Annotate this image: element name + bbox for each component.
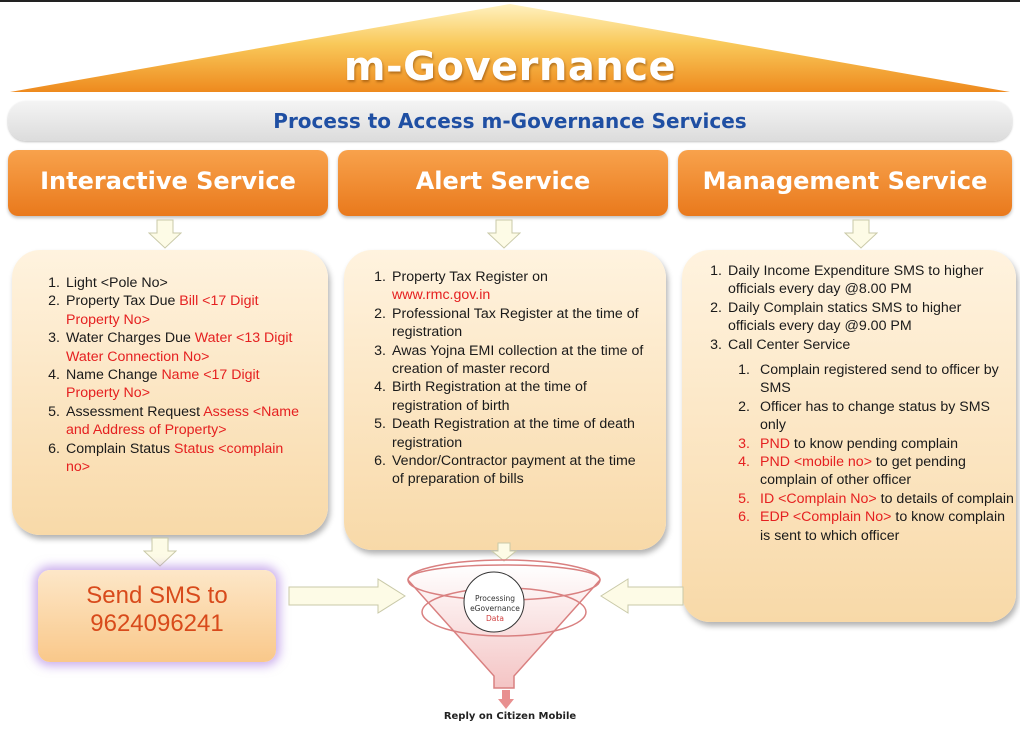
list-item: 1.Complain registered send to officer by… xyxy=(738,362,999,397)
call-center-sub-list: 1.Complain registered send to officer by… xyxy=(688,361,1014,545)
list-item: 6.Vendor/Contractor payment at the time … xyxy=(374,453,636,488)
list-item: 2.Property Tax Due Bill <17 Digit Proper… xyxy=(48,293,259,328)
management-service-panel: 1.Daily Income Expenditure SMS to higher… xyxy=(682,250,1016,622)
list-item: 3.Water Charges Due Water <13 Digit Wate… xyxy=(48,330,293,365)
down-arrow-icon xyxy=(487,219,521,249)
header-alert-service: Alert Service xyxy=(338,150,668,216)
process-subtitle: Process to Access m-Governance Services xyxy=(8,101,1012,141)
rmc-website-link[interactable]: www.rmc.gov.in xyxy=(392,287,491,304)
processing-funnel xyxy=(407,559,601,689)
page-title: m-Governance xyxy=(343,44,677,90)
sms-number: 9624096241 xyxy=(90,610,224,637)
right-arrow-icon xyxy=(288,578,406,614)
interactive-service-list: 1.Light <Pole No> 2.Property Tax Due Bil… xyxy=(38,274,308,476)
management-service-list: 1.Daily Income Expenditure SMS to higher… xyxy=(700,262,1012,354)
funnel-label: Processing eGovernance Data xyxy=(470,594,520,623)
list-item: 5.Assessment Request Assess <Name and Ad… xyxy=(48,403,300,439)
list-item: 4.Birth Registration at the time of regi… xyxy=(374,379,587,414)
list-item: 1.Light <Pole No> xyxy=(48,275,168,291)
reply-label: Reply on Citizen Mobile xyxy=(443,711,577,722)
list-item: 1.Daily Income Expenditure SMS to higher… xyxy=(710,263,984,298)
list-item: 4.PND <mobile no> to get pending complai… xyxy=(738,454,966,489)
list-item: 3.Awas Yojna EMI collection at the time … xyxy=(374,342,644,378)
list-item: 3.Call Center Service xyxy=(710,336,851,353)
list-item: 3.PND to know pending complain xyxy=(738,435,958,452)
down-arrow-icon xyxy=(148,219,182,249)
down-arrow-icon xyxy=(844,219,878,249)
interactive-service-panel: 1.Light <Pole No> 2.Property Tax Due Bil… xyxy=(12,250,328,535)
list-item: 6.EDP <Complain No> to know complain is … xyxy=(738,509,1005,544)
down-arrow-icon xyxy=(143,537,177,567)
list-item: 5.Death Registration at the time of deat… xyxy=(374,416,635,451)
left-arrow-icon xyxy=(600,578,684,614)
header-management-service: Management Service xyxy=(678,150,1012,216)
title-roof-banner xyxy=(10,4,1010,92)
top-border-line xyxy=(0,0,1020,2)
down-arrow-icon xyxy=(491,542,517,562)
list-item: 2.Daily Complain statics SMS to higher o… xyxy=(710,299,962,335)
list-item: 2.Professional Tax Register at the time … xyxy=(374,305,639,341)
header-interactive-service: Interactive Service xyxy=(8,150,328,216)
send-sms-box: Send SMS to 9624096241 xyxy=(38,570,276,662)
list-item: 2.Officer has to change status by SMS on… xyxy=(738,398,991,434)
list-item: 6.Complain Status Status <complain no> xyxy=(48,440,284,476)
list-item: 5.ID <Complain No> to details of complai… xyxy=(738,490,1014,507)
list-item: 4.Name Change Name <17 Digit Property No… xyxy=(48,367,260,402)
down-arrow-icon xyxy=(498,690,514,709)
